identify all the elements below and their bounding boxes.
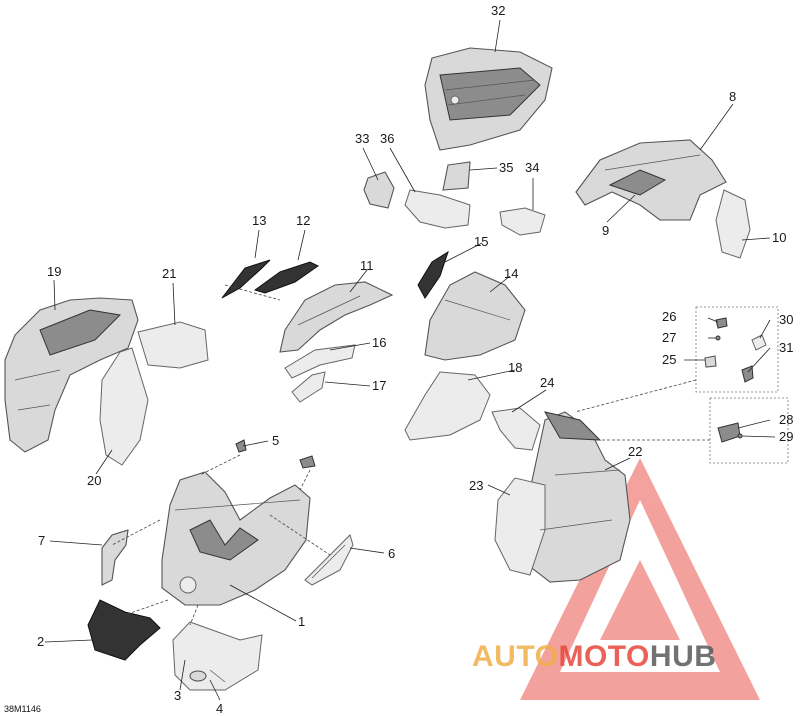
- callout-34: 34: [525, 160, 539, 175]
- part-36-trim: [404, 189, 471, 229]
- hardware-26-27-30-31: [704, 317, 767, 383]
- callout-9: 9: [602, 223, 609, 238]
- callout-21: 21: [162, 266, 176, 281]
- callout-33: 33: [355, 131, 369, 146]
- callout-5: 5: [272, 433, 279, 448]
- part-18-lower-panel: [404, 371, 491, 441]
- callout-8: 8: [729, 89, 736, 104]
- part-13-mesh-grille: [221, 259, 271, 299]
- part-8-dash-cover: [575, 139, 727, 221]
- callout-17: 17: [372, 378, 386, 393]
- drawing-id: 38M1146: [4, 704, 41, 714]
- callout-13: 13: [252, 213, 266, 228]
- callout-36: 36: [380, 131, 394, 146]
- hardware-box-upper: [695, 306, 779, 393]
- hardware-box-lower: [709, 397, 789, 464]
- callout-6: 6: [388, 546, 395, 561]
- callout-15: 15: [474, 234, 488, 249]
- part-1-front-hood: [161, 471, 311, 606]
- hardware-28-29: [717, 422, 743, 443]
- callout-19: 19: [47, 264, 61, 279]
- leader-lines: [44, 19, 776, 701]
- watermark-text: AUTOMOTOHUB: [472, 640, 716, 673]
- part-32-upper-cowl: [424, 47, 553, 151]
- part-22-23-right-lower-panel: [494, 411, 631, 583]
- callout-31: 31: [779, 340, 793, 355]
- callout-4: 4: [216, 701, 223, 716]
- callout-23: 23: [469, 478, 483, 493]
- part-14-side-panel: [424, 271, 526, 361]
- callout-30: 30: [779, 312, 793, 327]
- part-2-lower-grille: [87, 599, 161, 661]
- watermark-text-moto: MOTO: [558, 640, 649, 673]
- callout-11: 11: [360, 258, 374, 273]
- part-15-mesh-grille: [417, 250, 449, 299]
- callout-24: 24: [540, 375, 554, 390]
- callout-2: 2: [37, 634, 44, 649]
- part-21-box: [137, 321, 209, 369]
- callout-12: 12: [296, 213, 310, 228]
- callout-14: 14: [504, 266, 518, 281]
- callout-7: 7: [38, 533, 45, 548]
- callout-32: 32: [491, 3, 505, 18]
- callout-35: 35: [499, 160, 513, 175]
- callout-29: 29: [779, 429, 793, 444]
- part-10-side-trim: [715, 189, 751, 259]
- callout-3: 3: [174, 688, 181, 703]
- callout-1: 1: [298, 614, 305, 629]
- callout-22: 22: [628, 444, 642, 459]
- part-35-block: [442, 161, 471, 191]
- callout-16: 16: [372, 335, 386, 350]
- part-6-lens: [304, 534, 354, 586]
- part-12-mesh-grille: [253, 261, 319, 294]
- part-5-clips: [235, 439, 316, 469]
- part-34-trim: [499, 207, 546, 236]
- part-24-bracket: [491, 407, 541, 451]
- callout-26: 26: [662, 309, 676, 324]
- part-33-bracket: [363, 171, 395, 209]
- callout-18: 18: [508, 360, 522, 375]
- part-17-trim: [291, 371, 326, 403]
- callout-27: 27: [662, 330, 676, 345]
- watermark-text-hub: HUB: [650, 640, 717, 673]
- assembly-lines: [111, 284, 710, 626]
- part-20-panel: [99, 347, 149, 466]
- watermark-logo: [520, 458, 760, 700]
- part-16-trim: [284, 344, 356, 379]
- callout-28: 28: [779, 412, 793, 427]
- watermark-text-auto: AUTO: [472, 640, 558, 673]
- callout-labels: 32 8 33 36 35 34 9 10 13 12 15 11 14 19 …: [37, 3, 793, 716]
- callout-20: 20: [87, 473, 101, 488]
- callout-10: 10: [772, 230, 786, 245]
- part-7-bracket: [101, 529, 129, 586]
- part-3-4-lower-nose: [172, 621, 263, 691]
- callout-25: 25: [662, 352, 676, 367]
- part-11-center-panel: [279, 281, 394, 353]
